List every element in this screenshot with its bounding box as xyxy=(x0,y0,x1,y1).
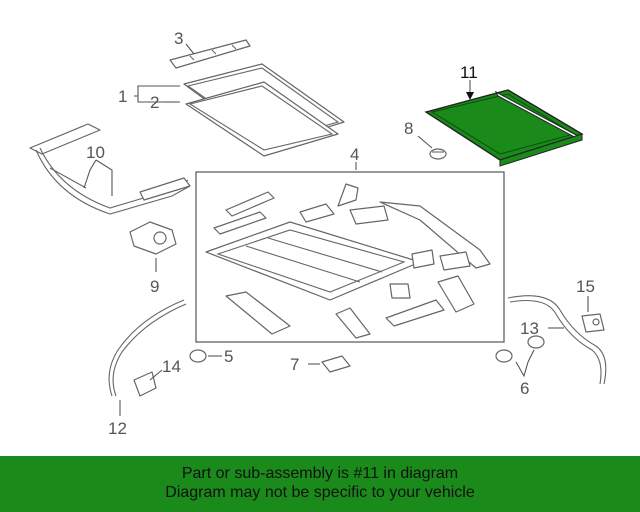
callout-4: 4 xyxy=(350,145,359,164)
part-2-weatherstrip xyxy=(185,81,339,157)
callout-3: 3 xyxy=(174,29,183,48)
callout-7: 7 xyxy=(290,355,299,374)
part-9-motor xyxy=(129,221,177,255)
callout-15: 15 xyxy=(576,277,595,296)
part-14-bracket xyxy=(133,371,157,397)
part-5-clip xyxy=(189,349,207,363)
part-6-connectors xyxy=(495,335,545,363)
callout-10: 10 xyxy=(86,143,105,162)
callout-6: 6 xyxy=(520,379,529,398)
part-7-pad xyxy=(321,355,351,373)
part-4-frame-box xyxy=(195,171,505,343)
part-4-housing-frame xyxy=(205,183,491,339)
part-11-sunshade xyxy=(424,89,584,167)
callout-2: 2 xyxy=(150,93,159,112)
callout-14: 14 xyxy=(162,357,181,376)
callout-11: 11 xyxy=(460,63,478,82)
part-12-drain-hose xyxy=(108,299,187,397)
banner-line-1: Part or sub-assembly is #11 in diagram xyxy=(181,465,459,482)
part-15-clip xyxy=(581,313,605,333)
parts-diagram: 3 1 2 10 9 4 xyxy=(29,29,607,438)
callout-12: 12 xyxy=(108,419,127,438)
part-10-drain-tubes xyxy=(29,123,191,215)
part-3-strip xyxy=(169,39,251,69)
callout-9: 9 xyxy=(150,277,159,296)
banner-line-2: Diagram may not be specific to your vehi… xyxy=(165,484,475,501)
callout-1: 1 xyxy=(118,87,127,106)
part-8-grommet xyxy=(429,148,447,160)
part-13-drain-hose xyxy=(507,295,607,385)
info-banner: Part or sub-assembly is #11 in diagram D… xyxy=(0,456,640,512)
callout-13: 13 xyxy=(520,319,539,338)
callout-5: 5 xyxy=(224,347,233,366)
callout-8: 8 xyxy=(404,119,413,138)
